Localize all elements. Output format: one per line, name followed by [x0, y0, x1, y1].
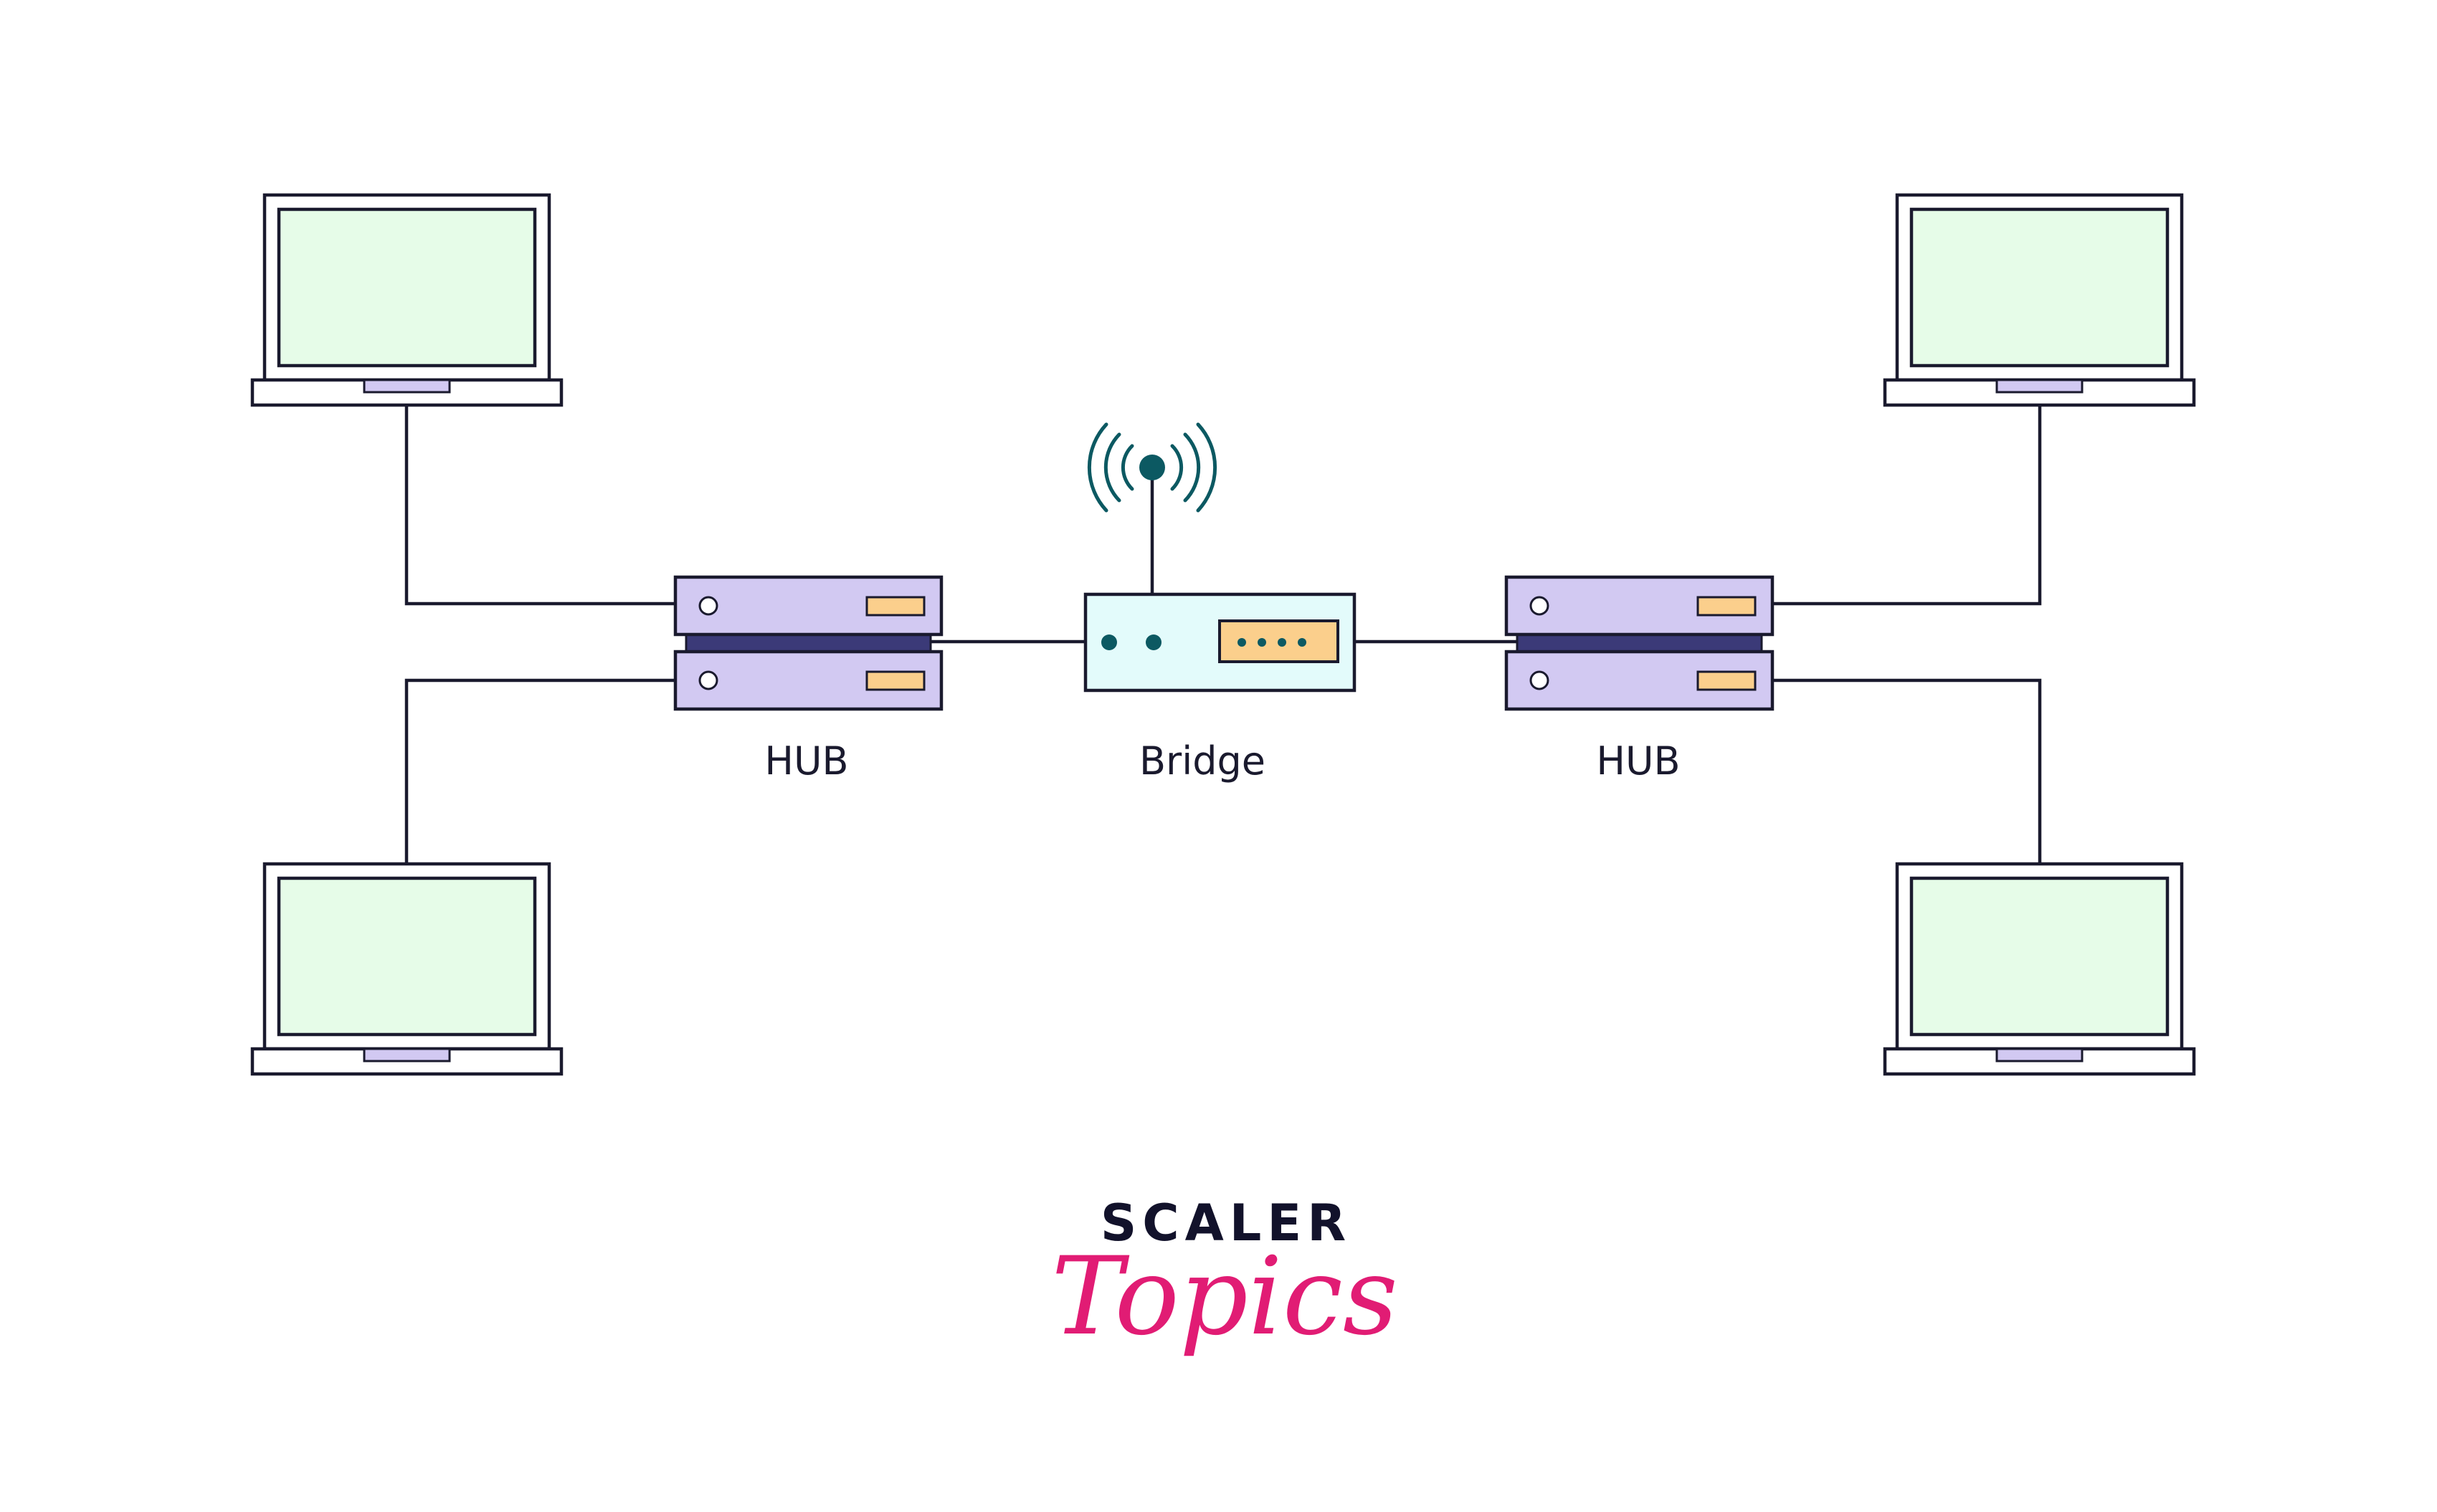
connections	[404, 406, 2042, 862]
hub-icon	[1506, 577, 1772, 709]
laptop-bottom-left	[252, 864, 561, 1074]
laptop-top-left	[252, 195, 561, 405]
hub-unit-bottom	[675, 652, 941, 709]
hub-unit-bottom	[1506, 652, 1772, 709]
label-hub-right: HUB	[1596, 738, 1680, 784]
laptop-bottom-right	[1885, 864, 2194, 1074]
hub-left	[675, 577, 941, 709]
laptop-top-right	[1885, 195, 2194, 405]
bridge-led-2	[1146, 634, 1162, 650]
link-laptop-top-left-to-hub-left	[404, 406, 678, 606]
laptop-icon	[1885, 195, 2194, 405]
label-hub-left: HUB	[764, 738, 848, 784]
bridge-device	[1083, 422, 1357, 693]
wireless-bridge-icon	[1083, 422, 1357, 693]
laptop-icon	[252, 195, 561, 405]
antenna-signal-icon	[1087, 422, 1217, 513]
hub-right	[1506, 577, 1772, 709]
label-bridge: Bridge	[1139, 738, 1265, 784]
logo-scaler-text: SCALER	[1101, 1194, 1351, 1252]
scaler-topics-logo: SCALER Topics	[1051, 1194, 1398, 1359]
hub-icon	[675, 577, 941, 709]
logo-topics-text: Topics	[1051, 1235, 1398, 1359]
bridge-led-1	[1101, 634, 1117, 650]
link-laptop-bottom-left-to-hub-left	[404, 678, 678, 862]
hub-unit-top	[675, 577, 941, 634]
hub-unit-top	[1506, 577, 1772, 634]
laptop-icon	[252, 864, 561, 1074]
laptop-icon	[1885, 864, 2194, 1074]
link-laptop-bottom-right-to-hub-right	[1771, 678, 2042, 862]
link-laptop-top-right-to-hub-right	[1771, 406, 2042, 606]
